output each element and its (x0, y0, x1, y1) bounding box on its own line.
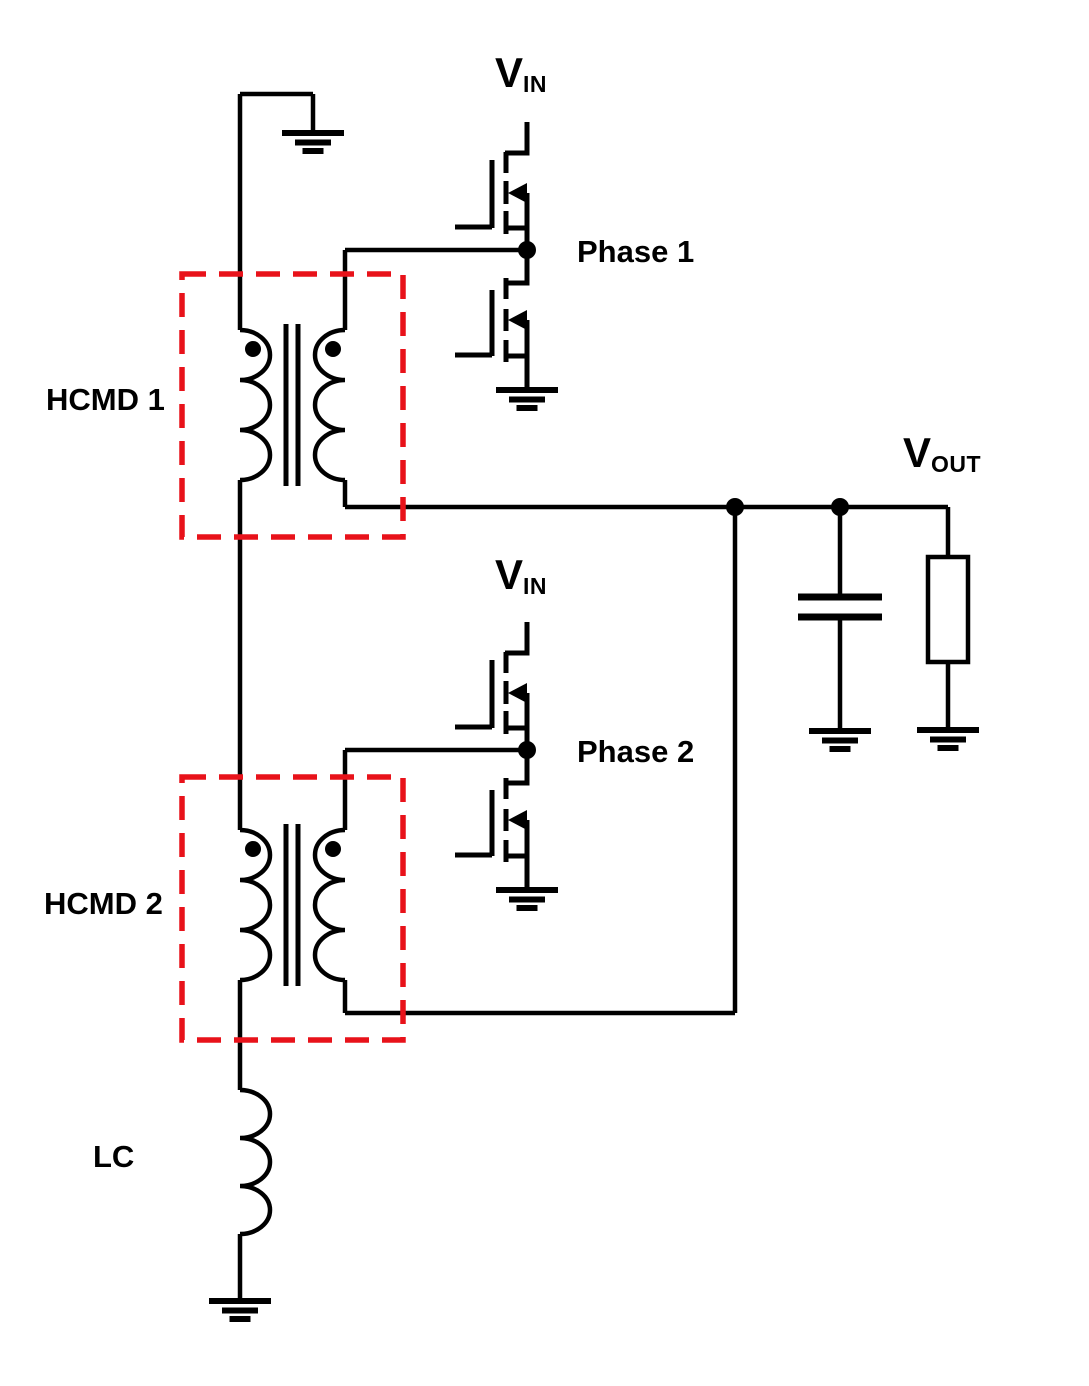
ground-bars (496, 387, 558, 411)
drain-lead (505, 122, 530, 156)
body-arrow-icon (508, 183, 527, 203)
load-resistor (925, 554, 971, 665)
ground-icon (809, 728, 871, 752)
junction-dot-phase2 (518, 741, 536, 759)
vin-label-phase1: VIN (495, 49, 548, 97)
vout-label: VOUT (903, 429, 982, 477)
vin-main: V (495, 551, 524, 598)
ground-icon (282, 130, 344, 154)
primary-winding (239, 327, 273, 483)
junction-dot-phase1 (518, 241, 536, 259)
body-arrow-icon (508, 810, 527, 830)
polarity-dot-primary (245, 841, 261, 857)
ground-bars (496, 887, 558, 911)
lc-inductor (239, 1087, 273, 1237)
junction-dot-vout-left (726, 498, 744, 516)
phase1-text: Phase 1 (577, 234, 695, 269)
ground-bars (209, 1298, 271, 1322)
polarity-dot-primary (245, 341, 261, 357)
nmos-phase1-high-side (455, 122, 530, 250)
vout-main: V (903, 429, 932, 476)
phase2-label: Phase 2 (577, 734, 695, 769)
hcmd1-highlight-box (179, 271, 406, 540)
core-lines (283, 824, 301, 986)
drain-lead (505, 622, 530, 656)
drain-lead (505, 250, 530, 286)
ground-icon (496, 387, 558, 411)
hcmd2-label: HCMD 2 (44, 886, 163, 921)
drain-lead (505, 750, 530, 786)
nmos-phase2-low-side (455, 750, 530, 888)
hcmd2-highlight-box (179, 774, 406, 1043)
hcmd2-text: HCMD 2 (44, 886, 163, 921)
polarity-dot-secondary (325, 841, 341, 857)
nmos-phase2-high-side (455, 622, 530, 750)
body-arrow-icon (508, 310, 527, 330)
vout-sub: OUT (931, 451, 982, 477)
secondary-winding (312, 327, 346, 483)
lc-label: LC (93, 1139, 135, 1174)
vin-main: V (495, 49, 524, 96)
hcmd1-label: HCMD 1 (46, 382, 165, 417)
output-capacitor (798, 593, 882, 621)
primary-winding (239, 827, 273, 983)
vin-label-phase2: VIN (495, 551, 548, 599)
nmos-phase1-low-side (455, 250, 530, 388)
hcmd1-coupled-inductor (239, 324, 346, 486)
body-arrow-icon (508, 683, 527, 703)
phase2-text: Phase 2 (577, 734, 695, 769)
junction-dot-vout-right (831, 498, 849, 516)
ground-bars (809, 728, 871, 752)
ground-bars (282, 130, 344, 154)
ground-icon (496, 887, 558, 911)
ground-icon (917, 727, 979, 751)
hcmd2-coupled-inductor (239, 824, 346, 986)
vin-sub: IN (523, 71, 548, 97)
ground-icon (209, 1298, 271, 1322)
core-lines (283, 324, 301, 486)
polarity-dot-secondary (325, 341, 341, 357)
secondary-winding (312, 827, 346, 983)
hcmd1-text: HCMD 1 (46, 382, 165, 417)
ground-bars (917, 727, 979, 751)
phase1-label: Phase 1 (577, 234, 695, 269)
lc-text: LC (93, 1139, 135, 1174)
vin-sub: IN (523, 573, 548, 599)
